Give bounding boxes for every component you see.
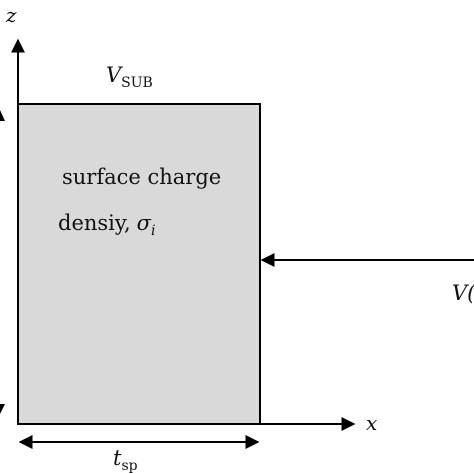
region-label-line2-text: densiy, xyxy=(58,211,131,235)
region-label-line2: densiy,σi xyxy=(58,211,155,239)
region-label-line1: surface charge xyxy=(62,165,221,189)
top-label-base: V xyxy=(106,63,123,87)
sigma-symbol: σ xyxy=(137,211,152,235)
top-label-subscript: SUB xyxy=(121,75,153,91)
sigma-subscript: i xyxy=(151,223,155,239)
z-axis-label: z xyxy=(5,3,17,27)
top-label: VSUB xyxy=(106,63,153,91)
right-label: V( xyxy=(452,281,474,305)
charge-region xyxy=(17,103,261,425)
left-top-arrow-tip xyxy=(0,110,5,121)
bottom-label-subscript: sp xyxy=(121,458,137,474)
left-bottom-arrow-tip xyxy=(0,404,5,414)
x-axis-label: x xyxy=(366,411,377,435)
bottom-label: tsp xyxy=(113,446,138,474)
bottom-label-base: t xyxy=(113,446,122,470)
